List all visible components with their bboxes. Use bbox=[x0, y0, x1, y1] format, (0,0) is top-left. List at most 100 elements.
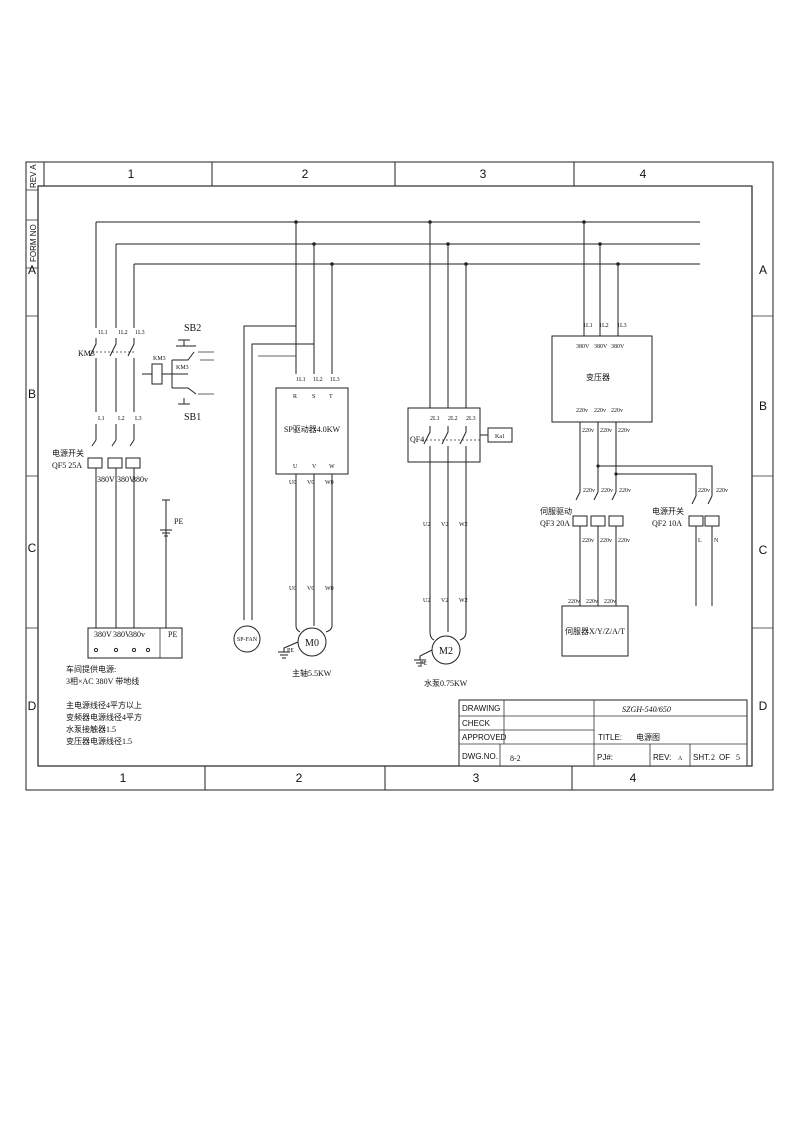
sp-output-u: U bbox=[293, 464, 298, 470]
tb-sht-label: SHT. bbox=[693, 753, 710, 762]
zone-row-right-b: B bbox=[759, 399, 767, 413]
zone-col-top-4: 4 bbox=[640, 167, 647, 181]
spindle-caption: 主轴5.5KW bbox=[292, 668, 332, 678]
tr-input-1l3: 1L3 bbox=[617, 323, 627, 329]
servo-drive-label: 伺服器X/Y/Z/A/T bbox=[565, 626, 625, 636]
qf3-title: 伺服驱动 bbox=[540, 506, 572, 516]
pe-ground-label: PE bbox=[174, 517, 183, 526]
qf3-top-volt-1: 220v bbox=[583, 488, 595, 494]
note-line-6: 变压器电源线径1.5 bbox=[66, 736, 132, 746]
zone-row-left-c: C bbox=[28, 541, 37, 555]
sb2-label: SB2 bbox=[184, 323, 201, 334]
qf3-bottom-volt-1: 220v bbox=[582, 538, 594, 544]
zone-col-bottom-3: 3 bbox=[473, 771, 480, 785]
qf2-volt-1: 220v bbox=[698, 488, 710, 494]
sp-phase-t: T bbox=[329, 394, 333, 400]
pump-input-2l3: 2L3 bbox=[466, 416, 476, 422]
title-block: DRAWING CHECK APPROVED DWG.NO. 8-2 SZGH-… bbox=[458, 699, 748, 767]
sp-wire-u0-bottom: U0 bbox=[289, 586, 296, 592]
qf3-top-volt-2: 220v bbox=[601, 488, 613, 494]
coil-label-km3-aux: KM3 bbox=[176, 365, 189, 371]
note-line-4: 变频器电源线径4平方 bbox=[66, 712, 142, 722]
terminal-box-pe: PE bbox=[168, 630, 177, 639]
zone-col-top-3: 3 bbox=[480, 167, 487, 181]
terminal-box-voltage-1: 380V bbox=[94, 630, 112, 639]
servo-drive-box bbox=[561, 605, 629, 657]
tr-line-volt-1: 220v bbox=[582, 428, 594, 434]
km3-terminal-1l1: 1L1 bbox=[98, 330, 108, 336]
qf3-bottom-volt-3: 220v bbox=[618, 538, 630, 544]
qf5-voltage-1: 380V bbox=[97, 475, 115, 484]
transformer-title: 变压器 bbox=[586, 372, 610, 382]
pump-input-2l1: 2L1 bbox=[430, 416, 440, 422]
servo-in-volt-1: 220v bbox=[568, 599, 580, 605]
form-tab-label: FORM NO bbox=[29, 224, 38, 262]
sp-wire-v0-top: V0 bbox=[307, 480, 314, 486]
transformer-box bbox=[551, 335, 653, 423]
pump-caption: 水泵0.75KW bbox=[424, 678, 468, 688]
qf5-voltage-3: 380v bbox=[132, 475, 148, 484]
qf5-label: QF5 25A bbox=[52, 461, 82, 470]
terminal-box-voltage-2: 380V bbox=[113, 630, 131, 639]
pump-input-2l2: 2L2 bbox=[448, 416, 458, 422]
sp-output-w: W bbox=[329, 464, 335, 470]
sp-input-1l1: 1L1 bbox=[296, 377, 306, 383]
km3-label: KM3 bbox=[78, 349, 95, 358]
qf2-label: QF2 10A bbox=[652, 519, 682, 528]
zone-col-top-2: 2 bbox=[302, 167, 309, 181]
zone-col-bottom-4: 4 bbox=[630, 771, 637, 785]
note-line-5: 水泵接触器1.5 bbox=[66, 724, 116, 734]
spindle-driver-label: SP驱动器4.0KW bbox=[284, 424, 341, 434]
qf3-bottom-volt-2: 220v bbox=[600, 538, 612, 544]
sp-wire-w0-top: W0 bbox=[325, 480, 334, 486]
coil-label-km3: KM3 bbox=[153, 356, 166, 362]
water-pump-section: 2L1 2L2 2L3 QF4 Ka1 U2 V2 W2 U2 V2 W2 M2… bbox=[407, 222, 513, 688]
rev-tab-label: REV A bbox=[29, 164, 38, 188]
qf3-label: QF3 20A bbox=[540, 519, 570, 528]
pump-pe-label: PE bbox=[420, 661, 427, 667]
spindle-pe-label: PE bbox=[287, 648, 294, 654]
sp-phase-r: R bbox=[293, 394, 297, 400]
tb-title: 电源图 bbox=[636, 732, 660, 742]
transformer-section: 1L1 1L2 1L3 380V 380V 380V 变压器 220v 220v… bbox=[540, 222, 728, 657]
qf2-out-n: N bbox=[714, 538, 719, 544]
qf4-label: QF4 bbox=[410, 435, 424, 444]
terminal-box-voltage-3: 380v bbox=[129, 630, 145, 639]
tb-dwg-no-label: DWG.NO. bbox=[462, 752, 498, 761]
pump-wire-u2-bottom: U2 bbox=[423, 598, 430, 604]
tb-of-label: OF bbox=[719, 753, 730, 762]
pump-wire-v2-top: V2 bbox=[441, 522, 448, 528]
pump-wire-w2-bottom: W2 bbox=[459, 598, 468, 604]
qf2-volt-2: 220v bbox=[716, 488, 728, 494]
spindle-fan-label: SP-FAN bbox=[237, 637, 258, 643]
tr-line-volt-2: 220v bbox=[600, 428, 612, 434]
tb-approved-label: APPROVED bbox=[462, 733, 507, 742]
sb1-label: SB1 bbox=[184, 412, 201, 423]
zone-labels: 1 2 3 4 1 2 3 4 A B C D A B C D REV A FO… bbox=[28, 164, 768, 785]
tb-dwg-no: 8-2 bbox=[510, 754, 521, 763]
zone-row-left-d: D bbox=[28, 699, 37, 713]
qf2-out-l: L bbox=[698, 538, 702, 544]
spindle-driver-section: 1L1 1L2 1L3 R S T SP驱动器4.0KW U V W U0 V0… bbox=[233, 222, 349, 678]
tr-in-volt-3: 380V bbox=[611, 344, 625, 350]
tb-title-label: TITLE: bbox=[598, 733, 622, 742]
main-bus-bars bbox=[95, 220, 700, 328]
tb-pj-label: PJ#: bbox=[597, 753, 613, 762]
tr-out-volt-3: 220v bbox=[611, 408, 623, 414]
sp-wire-u0-top: U0 bbox=[289, 480, 296, 486]
sp-output-v: V bbox=[312, 464, 317, 470]
pump-wire-w2-top: W2 bbox=[459, 522, 468, 528]
spindle-motor-label: M0 bbox=[305, 638, 319, 649]
note-line-1: 车间提供电源: bbox=[66, 664, 116, 674]
tr-line-volt-3: 220v bbox=[618, 428, 630, 434]
note-line-3: 主电源线径4平方以上 bbox=[66, 700, 142, 710]
sp-phase-s: S bbox=[312, 394, 315, 400]
tr-in-volt-2: 380V bbox=[594, 344, 608, 350]
l1-terminal: L1 bbox=[98, 416, 105, 422]
pump-motor-label: M2 bbox=[439, 646, 453, 657]
l2-terminal: L2 bbox=[118, 416, 125, 422]
tb-sht: 2 bbox=[711, 753, 715, 762]
servo-in-volt-2: 220v bbox=[586, 599, 598, 605]
zone-col-top-1: 1 bbox=[128, 167, 135, 181]
tr-out-volt-2: 220v bbox=[594, 408, 606, 414]
